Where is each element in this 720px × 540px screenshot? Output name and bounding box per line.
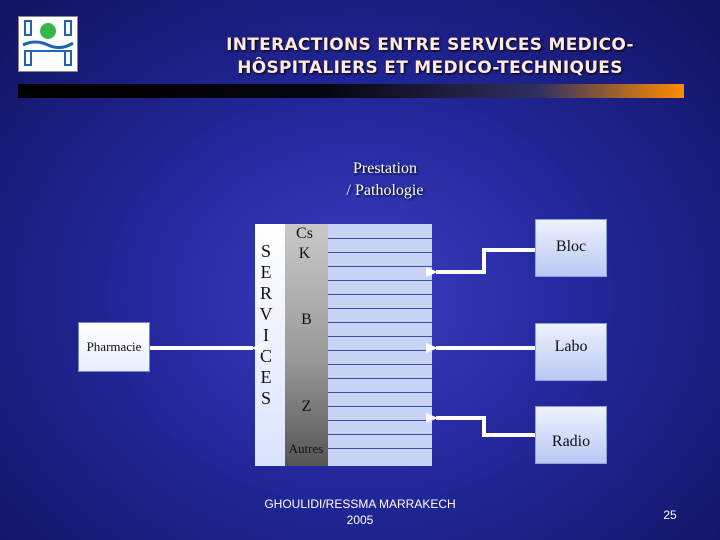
pharmacie-label: Pharmacie <box>86 339 142 354</box>
logo-graphic <box>22 20 74 66</box>
prestation-line-1: Prestation <box>353 160 417 177</box>
bloc-box <box>535 219 607 277</box>
bloc-label: Bloc <box>555 238 587 255</box>
arrow-from-radio <box>426 413 535 437</box>
grid-line <box>328 350 432 351</box>
grid-line <box>328 364 432 365</box>
grid-line <box>328 392 432 393</box>
grid-line <box>328 420 432 421</box>
service-units-column <box>285 224 328 466</box>
logo <box>18 16 78 72</box>
title-line-1: INTERACTIONS ENTRE SERVICES MEDICO- <box>226 35 634 55</box>
unit-label-z: Z <box>301 398 312 415</box>
grid-line <box>328 308 432 309</box>
grid-line <box>328 280 432 281</box>
labo-box <box>535 323 607 381</box>
grid-line <box>328 406 432 407</box>
page-number: 25 <box>663 508 677 522</box>
unit-label-autres: Autres <box>288 441 324 456</box>
grid-line <box>328 266 432 267</box>
page-title: INTERACTIONS ENTRE SERVICES MEDICO- HÔSP… <box>180 34 680 80</box>
services-letter: S <box>260 241 271 261</box>
title-line-2: HÔSPITALIERS ET MEDICO-TECHNIQUES <box>237 58 623 78</box>
footer: GHOULIDI/RESSMA MARRAKECH 2005 <box>250 496 470 528</box>
services-letter: E <box>260 367 272 387</box>
grid-line <box>328 378 432 379</box>
grid-line <box>328 434 432 435</box>
grid-line <box>328 322 432 323</box>
grid-line <box>328 294 432 295</box>
services-letter: E <box>260 262 272 282</box>
lines-column <box>328 224 432 466</box>
footer-line-2: 2005 <box>346 513 374 527</box>
arrow-from-bloc <box>426 248 535 277</box>
radio-label: Radio <box>551 433 591 450</box>
grid-line <box>328 252 432 253</box>
radio-box <box>535 406 607 464</box>
services-letter: V <box>259 304 273 324</box>
unit-label-b: B <box>301 311 312 328</box>
grid-line <box>328 448 432 449</box>
unit-label-cs: Cs <box>296 225 313 242</box>
footer-line-1: GHOULIDI/RESSMA MARRAKECH <box>264 497 456 511</box>
pharmacie-box <box>78 322 150 372</box>
unit-label-k: K <box>298 245 311 262</box>
title-underline-bar <box>18 84 684 98</box>
grid-line <box>328 336 432 337</box>
services-letter: I <box>263 325 269 345</box>
prestation-label: Prestation / Pathologie <box>330 158 440 202</box>
labo-label: Labo <box>554 338 588 355</box>
services-letters: S E R V I C E S <box>255 241 277 409</box>
services-letter: R <box>259 283 272 303</box>
grid-line <box>328 238 432 239</box>
prestation-line-2: / Pathologie <box>346 182 424 199</box>
services-letter: S <box>260 388 271 408</box>
